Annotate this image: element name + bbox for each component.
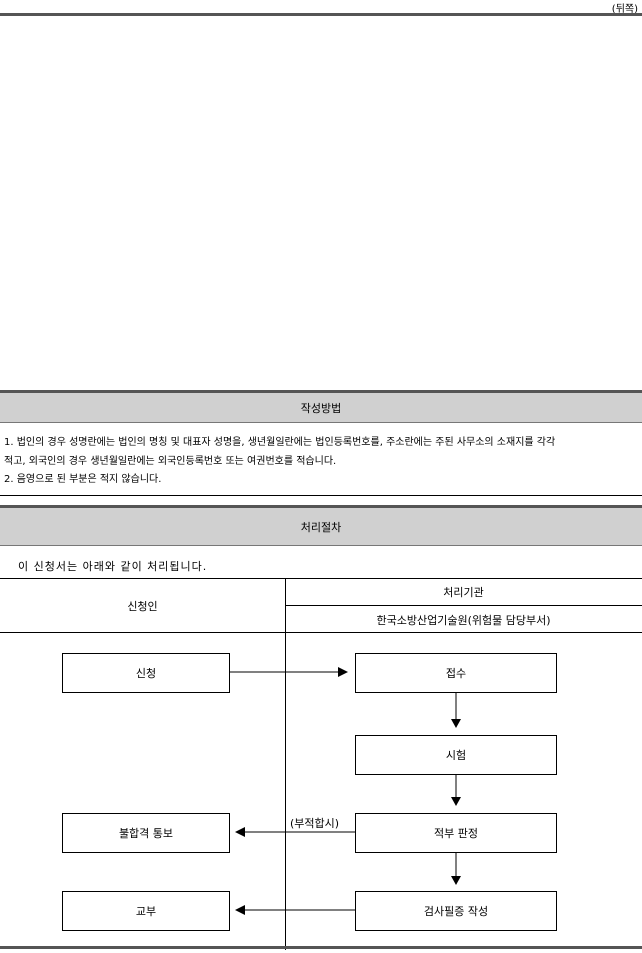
arrowhead-issue	[235, 905, 245, 915]
table-bottom-line	[0, 946, 642, 949]
page-side-label: (뒤쪽)	[611, 4, 638, 15]
arrowhead-receive	[338, 667, 348, 677]
table-header-bottom-line	[0, 632, 642, 633]
step-fail-notice-label: 불합격 통보	[118, 827, 174, 840]
step-issue-label: 교부	[135, 905, 157, 918]
step-certificate-label: 검사필증 작성	[423, 905, 489, 918]
agency-name: 한국소방산업기술원(위험물 담당부서)	[376, 614, 551, 627]
step-judge-label: 적부 판정	[434, 827, 478, 840]
instruction-item-1-cont: 적고, 외국인의 경우 생년월일란에는 외국인등록번호 또는 여권번호를 적습니…	[4, 456, 337, 467]
fail-condition-label: (부적합시)	[288, 815, 342, 831]
instruction-item-2: 2. 음영으로 된 부분은 적지 않습니다.	[4, 474, 162, 485]
step-issue-box: 교부	[62, 891, 230, 931]
agency-header: 처리기관	[443, 586, 484, 599]
step-certificate-box: 검사필증 작성	[355, 891, 557, 931]
step-apply-label: 신청	[135, 667, 157, 680]
instruction-item-1: 1. 법인의 경우 성명란에는 법인의 명칭 및 대표자 성명을, 생년월일란에…	[4, 437, 556, 448]
procedure-header: 처리절차	[0, 505, 642, 546]
arrowhead-test	[451, 719, 461, 728]
column-divider	[285, 578, 286, 950]
step-judge-box: 적부 판정	[355, 813, 557, 853]
arrowhead-judge	[451, 797, 461, 806]
step-receive-label: 접수	[445, 667, 467, 680]
step-apply-box: 신청	[62, 653, 230, 693]
instructions-title: 작성방법	[300, 401, 342, 415]
step-test-box: 시험	[355, 735, 557, 775]
step-fail-notice-box: 불합격 통보	[62, 813, 230, 853]
top-divider	[0, 13, 642, 16]
arrowhead-fail	[235, 827, 245, 837]
instructions-divider	[0, 495, 642, 496]
table-top-line	[0, 578, 642, 579]
agency-header-divider	[285, 605, 642, 606]
step-receive-box: 접수	[355, 653, 557, 693]
applicant-header: 신청인	[127, 600, 158, 613]
step-test-label: 시험	[445, 749, 467, 762]
procedure-title: 처리절차	[300, 520, 342, 534]
instructions-header: 작성방법	[0, 390, 642, 423]
procedure-intro: 이 신청서는 아래와 같이 처리됩니다.	[18, 560, 208, 573]
arrowhead-certificate	[451, 876, 461, 885]
